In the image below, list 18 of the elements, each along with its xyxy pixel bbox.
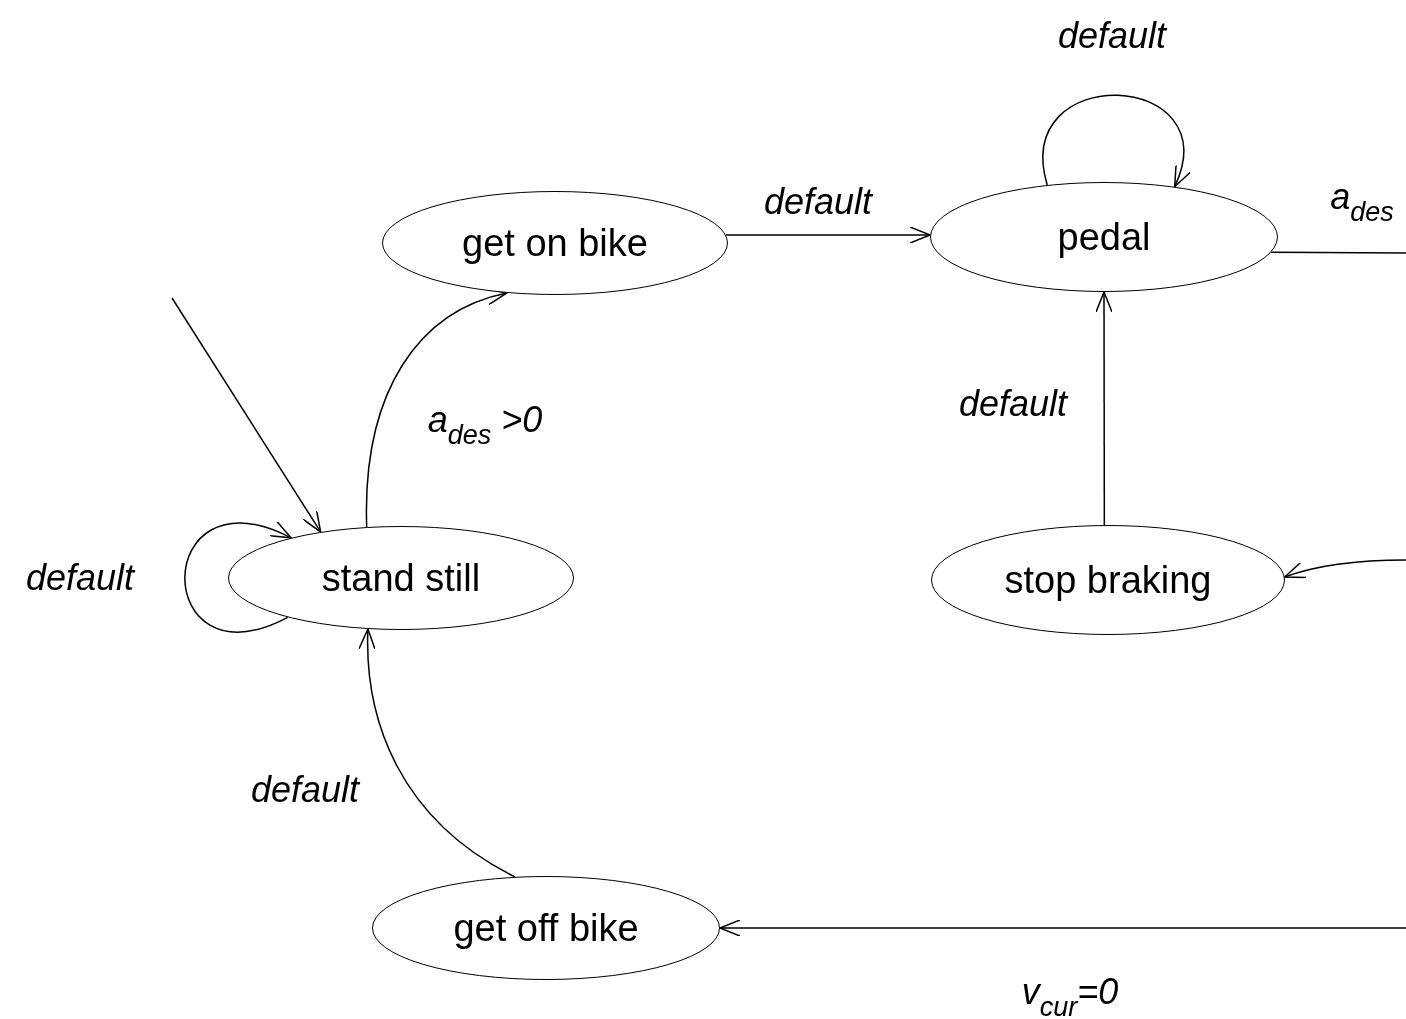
state-ellipse <box>382 191 728 295</box>
state-ellipse <box>931 525 1285 635</box>
state-ellipse <box>930 182 1278 292</box>
state-ellipse <box>372 876 720 980</box>
state-label: get on bike <box>462 221 648 265</box>
transition-arrow <box>359 628 516 878</box>
state-ellipse <box>228 526 574 630</box>
transition-arrow <box>719 919 1406 937</box>
state-label: pedal <box>1057 215 1151 259</box>
transition-arrow <box>1042 94 1190 188</box>
transition-arrow <box>184 522 292 633</box>
transition-arrow <box>1095 291 1113 526</box>
transition-arrow <box>171 297 322 533</box>
state-label: stop braking <box>1004 558 1212 602</box>
transition-arrow <box>1284 559 1406 579</box>
state-label: stand still <box>321 556 481 600</box>
transition-arrow <box>725 226 931 244</box>
state-label: get off bike <box>453 906 639 950</box>
